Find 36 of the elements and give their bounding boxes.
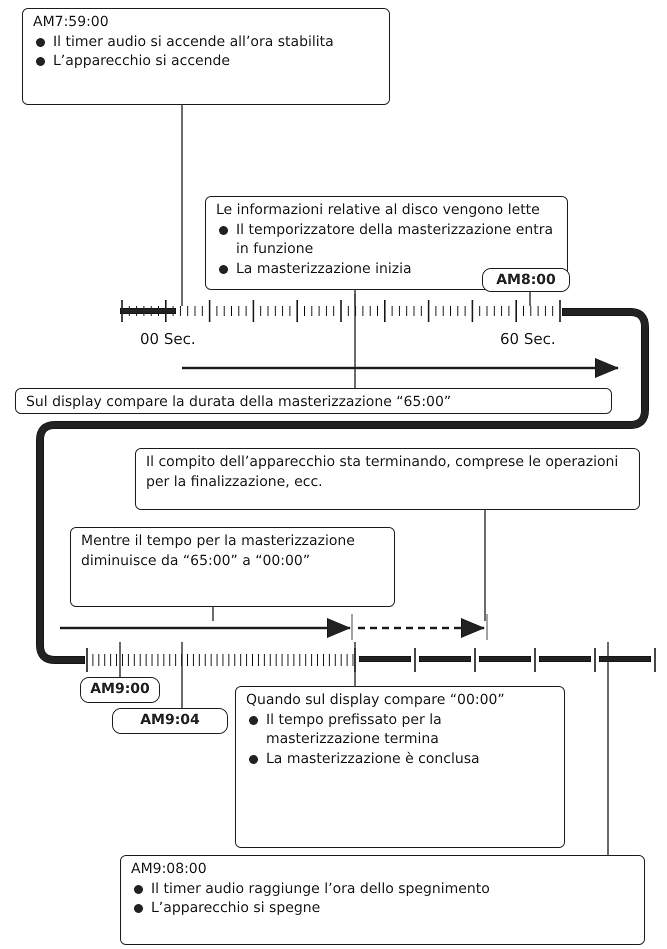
bullet-item: L’apparecchio si spegne [131,899,634,919]
callout-text: AM9:08:00 [131,860,208,879]
leader-line [354,294,356,388]
leader-line [529,292,531,306]
callout-text: Il compito dell’apparecchio sta terminando, comprese le operazioni per la finalizzazione, ecc. [146,453,620,492]
time-label: AM9:00 [80,677,160,703]
time-label: 00 Sec. [140,330,196,348]
timeline-connector [36,308,649,664]
bullet-item: Il timer audio si accende all’ora stabilita [33,32,379,52]
leader-line [607,642,609,855]
bullet-item: Il timer audio raggiunge l’ora dello spegnimento [131,880,634,900]
callout-text: AM7:59:00 [33,13,110,32]
leader-line [181,642,183,708]
callout-text: Mentre il tempo per la masterizzazione diminuisce da “65:00” a “00:00” [81,532,356,571]
bullet-item: Il temporizzatore della masterizzazione entra in funzione [216,220,557,260]
leader-line [119,642,121,677]
callout-box [70,527,395,607]
bullet-item: Il tempo prefissato per la masterizzazione termina [246,710,554,750]
bullet-item: La masterizzazione è conclusa [246,750,554,770]
callout-box [235,686,565,848]
callout-box [22,8,390,105]
leader-line [212,607,214,621]
time-label: AM9:04 [112,708,228,734]
time-label: 60 Sec. [500,330,556,348]
callout-text: Sul display compare la durata della masterizzazione “65:00” [26,393,452,412]
callout-text: Quando sul display compare “00:00” [246,691,506,710]
leader-line [484,510,486,621]
bullet-item: L’apparecchio si accende [33,52,379,72]
leader-line [354,642,356,686]
leader-line [181,105,183,306]
callout-box [135,448,640,510]
callout-text: Le informazioni relative al disco vengono lette [216,201,541,220]
callout-box [15,388,612,414]
callout-box [205,196,568,290]
time-label: AM8:00 [482,268,570,292]
callout-box [120,855,645,945]
